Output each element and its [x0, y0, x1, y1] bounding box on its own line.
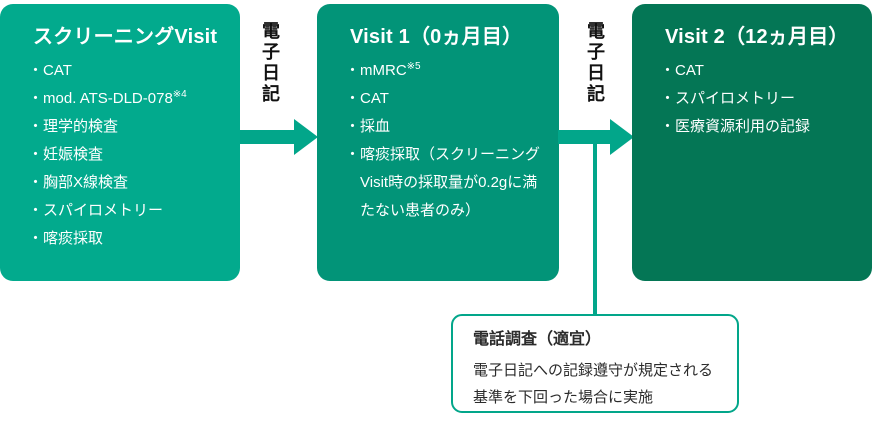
bullet: ・ [660, 62, 676, 79]
visit1-title: Visit 1（0ヵ月目） [350, 26, 523, 48]
bullet: ・ [28, 174, 44, 191]
visit-item-text: 医療資源利用の記録 [675, 118, 811, 135]
visit-item-text: 採血 [360, 118, 391, 135]
visit1-box: Visit 1（0ヵ月目） ・mMRC※5 ・CAT ・採血 ・喀痰採取（スクリ… [317, 4, 559, 281]
telephone-survey-body-line: 基準を下回った場合に実施 [473, 389, 654, 406]
visit-item-text: 喀痰採取 [43, 230, 104, 247]
telephone-survey-body-line: 電子日記への記録遵守が規定される [473, 362, 714, 379]
visit-item: ・mMRC※5 [345, 57, 545, 85]
arrow-right-icon [294, 119, 318, 155]
bullet: ・ [345, 118, 361, 135]
visit2-title: Visit 2（12ヵ月目） [665, 26, 849, 48]
footnote-marker: ※5 [406, 61, 421, 72]
footnote-marker: ※4 [172, 89, 187, 100]
visit-item: ・胸部X線検査 [28, 169, 226, 197]
bullet: ・ [28, 118, 44, 135]
bullet: ・ [345, 146, 361, 163]
arrow-right-icon [240, 130, 295, 144]
visit-item-text: 理学的検査 [43, 118, 119, 135]
visit-item: ・採血 [345, 113, 545, 141]
telephone-survey-note: 電話調査（適宜） 電子日記への記録遵守が規定される 基準を下回った場合に実施 [451, 314, 739, 413]
bullet: ・ [345, 90, 361, 107]
telephone-survey-title: 電話調査（適宜） [473, 331, 602, 348]
visit-item-text: 妊娠検査 [43, 146, 104, 163]
visit-item-text: CAT [360, 90, 389, 107]
visit-item: ・CAT [345, 85, 545, 113]
bullet: ・ [660, 90, 676, 107]
visit-item-text: スパイロメトリー [675, 90, 796, 107]
visit-item: ・喀痰採取 [28, 225, 226, 253]
visit2-box: Visit 2（12ヵ月目） ・CAT ・スパイロメトリー ・医療資源利用の記録 [632, 4, 872, 281]
visit-item-text: CAT [43, 62, 72, 79]
visit-item-text: スパイロメトリー [43, 202, 164, 219]
visit-item-text: 喀痰採取（スクリーニングVisit時の採取量が0.2gに満たない患者のみ） [360, 146, 541, 219]
visit-item-text: 胸部X線検査 [43, 174, 129, 191]
bullet: ・ [28, 90, 44, 107]
bullet: ・ [345, 62, 361, 79]
visit-item-text: mod. ATS-DLD-078 [43, 90, 173, 107]
bullet: ・ [28, 62, 44, 79]
visit2-items: ・CAT ・スパイロメトリー ・医療資源利用の記録 [660, 57, 858, 141]
screening-visit-title: スクリーニングVisit [33, 26, 218, 48]
visit-item: ・喀痰採取（スクリーニングVisit時の採取量が0.2gに満たない患者のみ） [345, 141, 545, 225]
bullet: ・ [660, 118, 676, 135]
electronic-diary-label: 電子日記 [585, 21, 605, 105]
arrow-right-icon [610, 119, 634, 155]
electronic-diary-label: 電子日記 [260, 21, 280, 105]
bullet: ・ [28, 230, 44, 247]
visit-item-text: CAT [675, 62, 704, 79]
visit-item: ・医療資源利用の記録 [660, 113, 858, 141]
visit1-items: ・mMRC※5 ・CAT ・採血 ・喀痰採取（スクリーニングVisit時の採取量… [345, 57, 545, 225]
telephone-survey-body: 電子日記への記録遵守が規定される 基準を下回った場合に実施 [473, 357, 723, 411]
visit-item-text: mMRC [360, 62, 407, 79]
screening-visit-items: ・CAT ・mod. ATS-DLD-078※4 ・理学的検査 ・妊娠検査 ・胸… [28, 57, 226, 253]
arrow-right-icon [558, 130, 611, 144]
connector-line [593, 144, 597, 315]
visit-item: ・スパイロメトリー [28, 197, 226, 225]
visit-item: ・CAT [28, 57, 226, 85]
visit-item: ・スパイロメトリー [660, 85, 858, 113]
bullet: ・ [28, 202, 44, 219]
visit-item: ・CAT [660, 57, 858, 85]
bullet: ・ [28, 146, 44, 163]
screening-visit-box: スクリーニングVisit ・CAT ・mod. ATS-DLD-078※4 ・理… [0, 4, 240, 281]
visit-item: ・妊娠検査 [28, 141, 226, 169]
visit-item: ・理学的検査 [28, 113, 226, 141]
visit-item: ・mod. ATS-DLD-078※4 [28, 85, 226, 113]
